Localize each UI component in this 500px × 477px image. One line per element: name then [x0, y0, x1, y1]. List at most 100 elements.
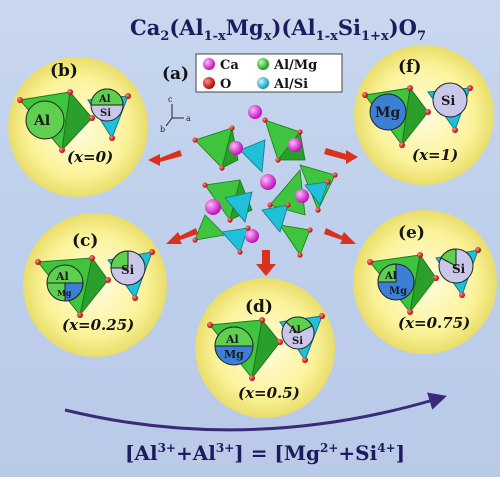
red-arrows — [148, 148, 358, 276]
d-x-label: (x=0.5) — [238, 384, 300, 402]
ca-atom — [205, 199, 221, 215]
axis-c-label: c — [168, 95, 173, 104]
legend-label-ca: Ca — [220, 58, 239, 73]
eq-sup: 4+ — [377, 441, 395, 455]
eq-part: ] = [Mg — [234, 441, 320, 465]
c-o-atoms — [35, 249, 155, 318]
f-right-ion-label: Si — [441, 94, 455, 109]
ca-atom — [248, 105, 262, 119]
panel-b-label: (b) — [50, 61, 78, 81]
e-o-atoms — [367, 247, 481, 315]
axis-triad: c a b — [160, 95, 191, 134]
title-sub: x — [264, 29, 272, 44]
ca-atom — [229, 141, 243, 155]
arrow-to-e — [324, 228, 356, 244]
d-left-top-label: Al — [225, 333, 239, 346]
c-tetra-green — [79, 256, 109, 316]
title-part: Si — [338, 15, 361, 40]
o-atoms — [192, 117, 338, 258]
c-left-top-label: Al — [55, 270, 69, 283]
b-alsi-top-half — [90, 88, 124, 106]
eq-sup: 2+ — [320, 441, 338, 455]
c-left-bottom-label: Mg — [57, 288, 72, 298]
panel-f-label: (f) — [398, 57, 421, 77]
title-part: (Al — [169, 15, 203, 40]
panel-b: (b) Al Al Si (x=0) — [8, 57, 148, 197]
title-sub: 1-x — [316, 29, 338, 44]
eq-part: ] — [396, 441, 405, 465]
f-o-atoms — [362, 85, 473, 148]
d-al-slice — [285, 316, 313, 334]
cyan-tetrahedron — [261, 204, 289, 233]
ca-atom — [295, 189, 309, 203]
title-formula: Ca2(Al1-xMgx)(Al1-xSi1+x)O7 — [130, 15, 426, 44]
e-al-slice — [440, 248, 457, 267]
b-right-bottom-label: Si — [100, 108, 111, 119]
crystal-structure — [192, 105, 338, 258]
o-swatch — [203, 77, 215, 89]
bottom-equation: [Al3++Al3+] = [Mg2++Si4+] — [125, 441, 405, 465]
legend-box — [195, 53, 343, 93]
almg-swatch — [257, 58, 269, 70]
cyan-tetrahedron — [224, 191, 253, 223]
c-x-value: x=0.25 — [68, 316, 127, 334]
arrow-to-c — [166, 228, 198, 244]
panel-d-label: (d) — [245, 297, 273, 317]
b-x-label: (x=0) — [67, 148, 113, 166]
b-x-value: x=0 — [73, 148, 107, 166]
eq-part: [Al — [125, 441, 158, 465]
panel-a-label: (a) — [162, 64, 189, 84]
f-left-ion-label: Mg — [375, 105, 400, 121]
d-tetra-green — [251, 318, 281, 379]
f-tetra-green — [401, 86, 429, 147]
d-x-value: x=0.5 — [244, 384, 293, 402]
b-al-ion — [25, 100, 65, 140]
eq-part: +Si — [338, 441, 377, 465]
ca-atom — [245, 229, 259, 243]
e-x-value: x=0.75 — [404, 314, 463, 332]
title-sub: 1+x — [361, 29, 389, 44]
alsi-swatch — [257, 77, 269, 89]
panel-c: (c) Al Mg Si (x=0.25) — [23, 213, 167, 357]
legend: Ca Al/Mg O Al/Si — [195, 53, 343, 93]
c-al-quarter — [110, 250, 129, 269]
e-x-label: (x=0.75) — [398, 314, 470, 332]
cyan-tetrahedron — [239, 139, 266, 173]
cyan-tetrahedron — [304, 181, 329, 206]
b-tetra-green — [61, 90, 93, 152]
axis-b-label: b — [160, 125, 165, 134]
f-x-value: x=1 — [418, 146, 451, 164]
b-right-top-label: Al — [98, 94, 111, 105]
panel-e-label: (e) — [398, 223, 425, 243]
axis-a-label: a — [186, 114, 191, 123]
e-al-quarter — [377, 263, 397, 283]
title-sub: 1-x — [204, 29, 226, 44]
ca-atom — [260, 174, 276, 190]
d-o-atoms — [207, 313, 325, 381]
eq-sup: 3+ — [158, 441, 176, 455]
f-x-label: (x=1) — [412, 146, 458, 164]
panel-c-label: (c) — [72, 231, 98, 251]
legend-label-almg: Al/Mg — [273, 58, 317, 73]
eq-sup: 3+ — [216, 441, 234, 455]
ca-atom — [288, 138, 302, 152]
title-sub: 7 — [417, 29, 426, 44]
curved-arrow — [64, 392, 447, 432]
e-left-top-label: Al — [384, 271, 397, 282]
d-right-top-label: Al — [288, 325, 301, 336]
title-part: )O — [389, 15, 417, 40]
title-part: Mg — [226, 15, 264, 40]
title-part: Ca — [130, 15, 161, 40]
title-part: )(Al — [272, 15, 316, 40]
d-left-bottom-label: Mg — [224, 348, 244, 361]
cyan-tetrahedron — [221, 227, 249, 253]
arrow-to-b — [148, 150, 182, 166]
f-si-ion — [432, 82, 468, 118]
green-tetrahedron — [194, 214, 226, 241]
panel-d: (d) Al Mg Al Si (x=0.5) — [195, 278, 335, 418]
b-left-ion-label: Al — [33, 113, 50, 129]
legend-label-o: O — [220, 77, 231, 92]
d-al-top-half — [214, 326, 254, 347]
